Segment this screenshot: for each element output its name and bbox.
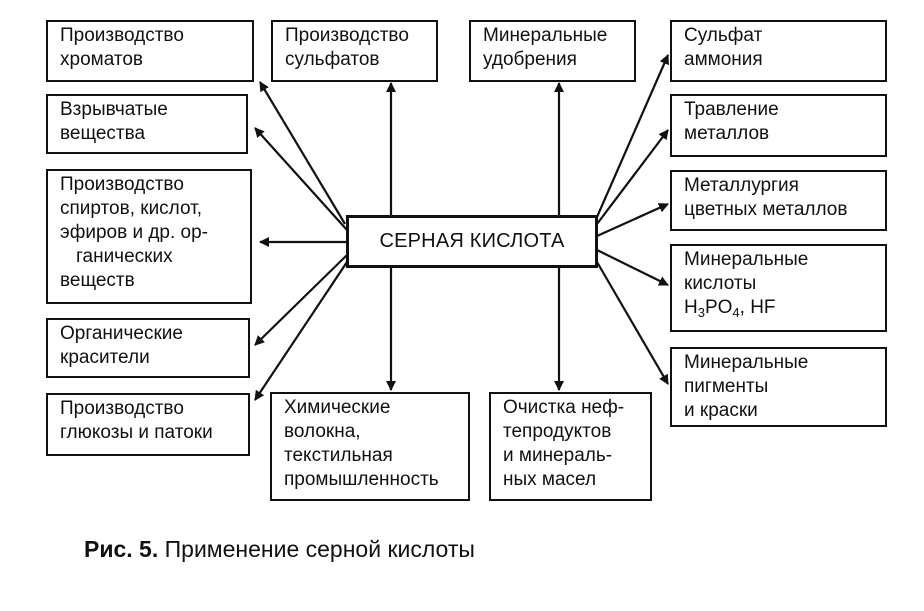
box-dyes-line: Органические — [60, 323, 183, 344]
box-etching-line: Травление — [684, 99, 779, 120]
box-organics: Производство спиртов, кислот, эфиров и д… — [46, 169, 252, 304]
box-refining-line: и минераль- — [503, 445, 613, 466]
formula-h-sub: 3 — [697, 305, 705, 320]
box-pigments-line: и краски — [684, 400, 758, 421]
arrow-to-etching — [596, 129, 669, 225]
box-chromates-line: Производство — [60, 25, 184, 46]
box-organics-line: веществ — [60, 270, 135, 291]
box-fibers: Химические волокна, текстильная промышле… — [270, 392, 470, 501]
box-refining-line: Очистка неф- — [503, 397, 625, 418]
box-chromates-line: хроматов — [60, 49, 143, 70]
box-pigments-line: Минеральные — [684, 352, 809, 373]
box-fertilizers-line: удобрения — [483, 49, 577, 70]
figure-caption-label: Рис. 5. — [84, 536, 159, 562]
center-box: СЕРНАЯ КИСЛОТА — [346, 215, 598, 268]
box-metallurgy-line: Металлургия — [684, 175, 799, 196]
arrow-to-ammonium — [595, 54, 670, 218]
box-refining-line: ных масел — [503, 469, 597, 490]
box-acids-line: Минеральные — [684, 249, 809, 270]
formula-po-sub: 4 — [732, 305, 740, 320]
box-glucose: Производство глюкозы и патоки — [46, 393, 250, 456]
arrow-to-acids — [596, 249, 669, 286]
box-ammonium: Сульфат аммония — [670, 20, 887, 82]
arrow-to-glucose — [254, 261, 348, 401]
formula-h: H — [684, 297, 698, 318]
box-acids-formula: H3PO4, HF — [684, 296, 877, 320]
box-pigments: Минеральные пигменты и краски — [670, 347, 887, 427]
box-dyes-line: красители — [60, 347, 150, 368]
box-organics-line: спиртов, кислот, — [60, 198, 203, 219]
arrow-to-pigments — [596, 261, 669, 385]
box-organics-line: эфиров и др. ор- — [60, 222, 209, 243]
formula-po: PO — [704, 297, 733, 318]
box-fibers-line: промышленность — [284, 469, 439, 490]
arrow-to-metallurgy — [596, 202, 669, 238]
box-dyes: Органические красители — [46, 318, 250, 378]
figure-caption-text: Применение серной кислоты — [164, 536, 475, 562]
arrow-to-dyes — [254, 254, 348, 346]
box-fibers-line: Химические — [284, 397, 391, 418]
box-sulfates-line: сульфатов — [285, 49, 380, 70]
box-acids-line: кислоты — [684, 273, 757, 294]
box-chromates: Производство хроматов — [46, 20, 254, 82]
box-acids: Минеральные кислоты H3PO4, HF — [670, 244, 887, 332]
box-organics-line: Производство — [60, 174, 184, 195]
box-fibers-line: текстильная — [284, 445, 393, 466]
figure-caption: Рис. 5. Применение серной кислоты — [84, 536, 475, 563]
box-sulfates-line: Производство — [285, 25, 409, 46]
arrow-to-explosives — [254, 127, 348, 231]
box-glucose-line: глюкозы и патоки — [60, 422, 213, 443]
box-explosives-line: Взрывчатые — [60, 99, 168, 120]
box-glucose-line: Производство — [60, 398, 184, 419]
box-pigments-line: пигменты — [684, 376, 769, 397]
box-sulfates: Производство сульфатов — [271, 20, 438, 82]
box-explosives: Взрывчатые вещества — [46, 94, 248, 154]
box-explosives-line: вещества — [60, 123, 146, 144]
box-ammonium-line: Сульфат — [684, 25, 763, 46]
box-metallurgy-line: цветных металлов — [684, 199, 848, 220]
box-fertilizers: Минеральные удобрения — [469, 20, 636, 82]
box-refining-line: тепродуктов — [503, 421, 612, 442]
box-fertilizers-line: Минеральные — [483, 25, 608, 46]
arrow-to-chromates — [259, 81, 346, 225]
box-organics-line: ганических — [76, 246, 173, 267]
formula-hf: , HF — [739, 297, 776, 318]
box-fibers-line: волокна, — [284, 421, 361, 442]
box-ammonium-line: аммония — [684, 49, 763, 70]
box-etching: Травление металлов — [670, 94, 887, 157]
center-label: СЕРНАЯ КИСЛОТА — [379, 230, 565, 252]
box-refining: Очистка неф- тепродуктов и минераль- ных… — [489, 392, 652, 501]
box-metallurgy: Металлургия цветных металлов — [670, 170, 887, 231]
box-etching-line: металлов — [684, 123, 770, 144]
